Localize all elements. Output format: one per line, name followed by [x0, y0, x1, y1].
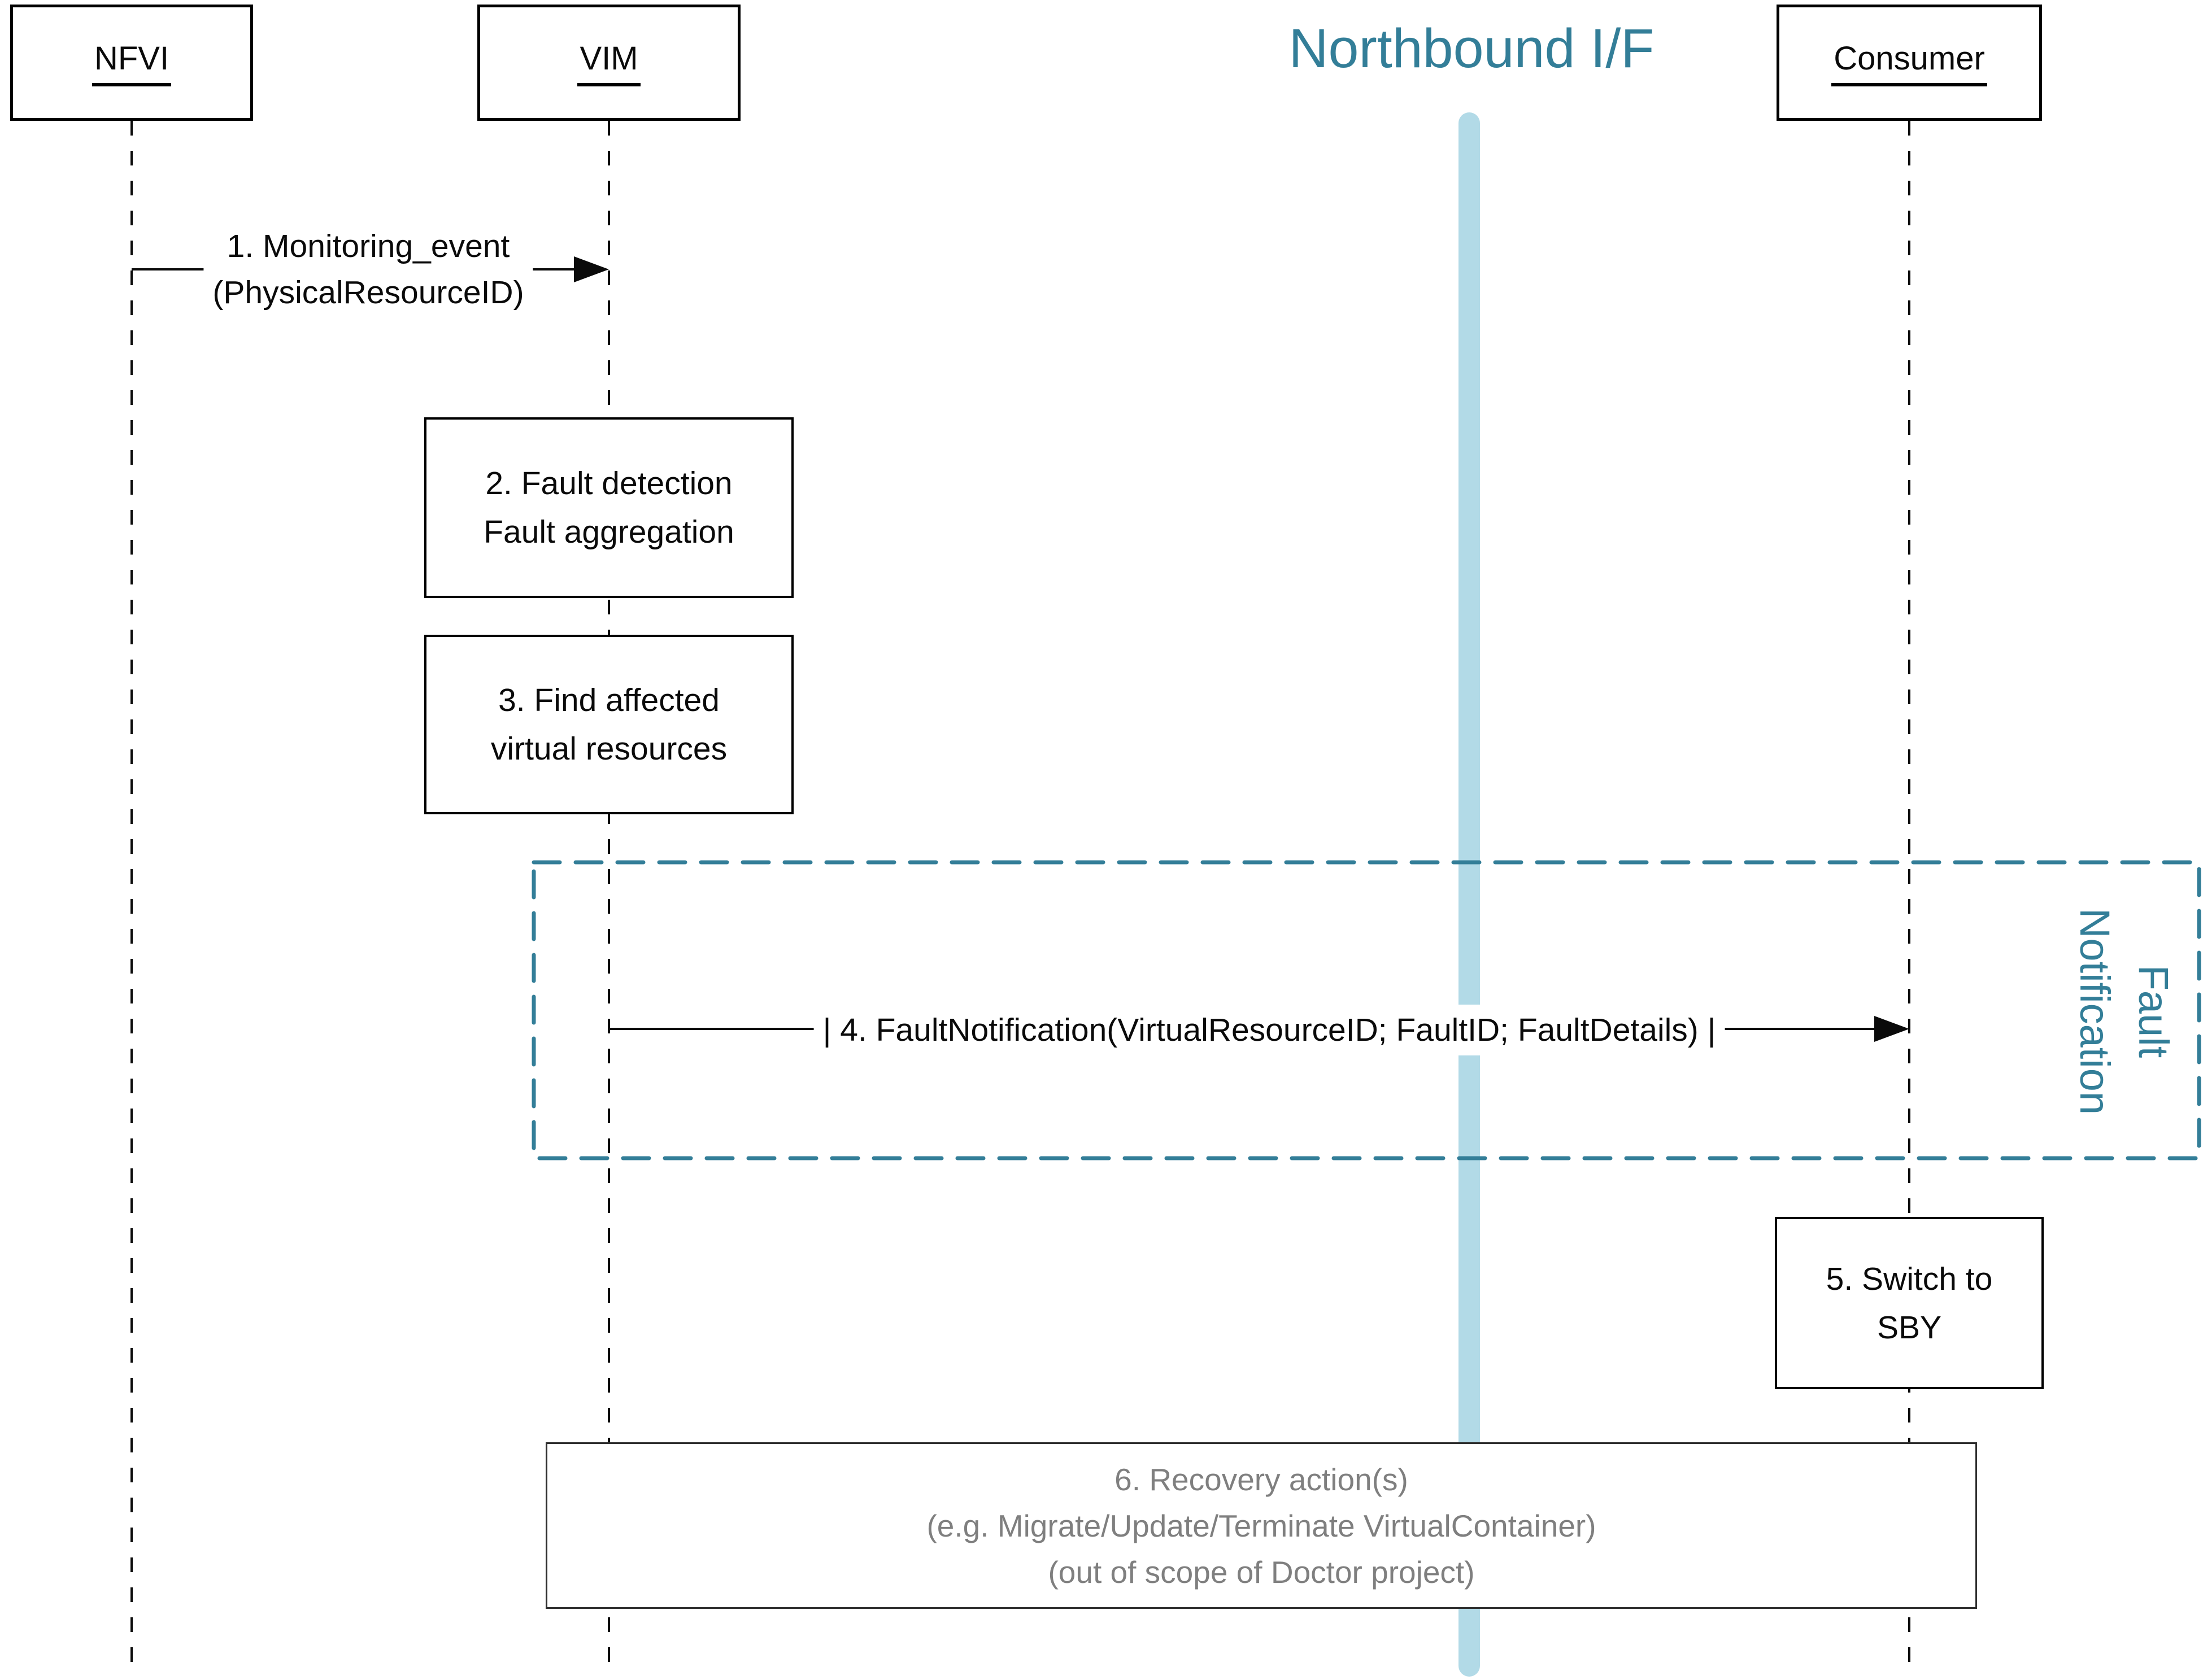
note-box-recovery-action: 6. Recovery action(s) (e.g. Migrate/Upda…	[546, 1442, 1977, 1609]
monitoring-event-label-line2: (PhysicalResourceID)	[212, 274, 524, 311]
monitoring-event-arrowhead	[574, 256, 609, 282]
recovery-action-line1: 6. Recovery action(s)	[1114, 1461, 1408, 1497]
actor-box-nfvi: NFVI	[10, 5, 253, 121]
actor-label-nfvi: NFVI	[92, 40, 172, 86]
actor-box-vim: VIM	[477, 5, 741, 121]
fault-notification-message-label: | 4. FaultNotification(VirtualResourceID…	[813, 1005, 1725, 1055]
step-box-fault-detection: 2. Fault detection Fault aggregation	[424, 417, 794, 598]
switch-to-sby-line1: 5. Switch to	[1826, 1260, 1993, 1297]
switch-to-sby-line2: SBY	[1877, 1309, 1942, 1346]
recovery-action-line3: (out of scope of Doctor project)	[1048, 1554, 1475, 1590]
step-box-switch-to-sby: 5. Switch to SBY	[1775, 1217, 2044, 1389]
recovery-action-line2: (e.g. Migrate/Update/Terminate VirtualCo…	[926, 1508, 1596, 1543]
fault-notification-group-border	[532, 860, 2201, 1160]
monitoring-event-label-line1: 1. Monitoring_event	[227, 228, 510, 264]
step-box-find-affected: 3. Find affected virtual resources	[424, 635, 794, 814]
fault-notification-group-label: Fault Notification	[2065, 908, 2183, 1115]
monitoring-event-label: 1. Monitoring_event (PhysicalResourceID)	[203, 221, 533, 318]
actor-label-vim: VIM	[577, 40, 641, 86]
fault-detection-line2: Fault aggregation	[484, 514, 734, 550]
fault-detection-line1: 2. Fault detection	[485, 465, 733, 501]
actor-box-consumer: Consumer	[1777, 5, 2042, 121]
find-affected-line1: 3. Find affected	[498, 682, 720, 718]
northbound-interface-title: Northbound I/F	[1288, 18, 1655, 79]
fault-notification-arrowhead	[1874, 1016, 1909, 1042]
fault-notification-group-label-line2: Notification	[2071, 907, 2118, 1115]
actor-label-consumer: Consumer	[1831, 40, 1987, 86]
find-affected-line2: virtual resources	[490, 731, 728, 767]
fault-notification-group-label-line1: Fault	[2130, 965, 2177, 1058]
